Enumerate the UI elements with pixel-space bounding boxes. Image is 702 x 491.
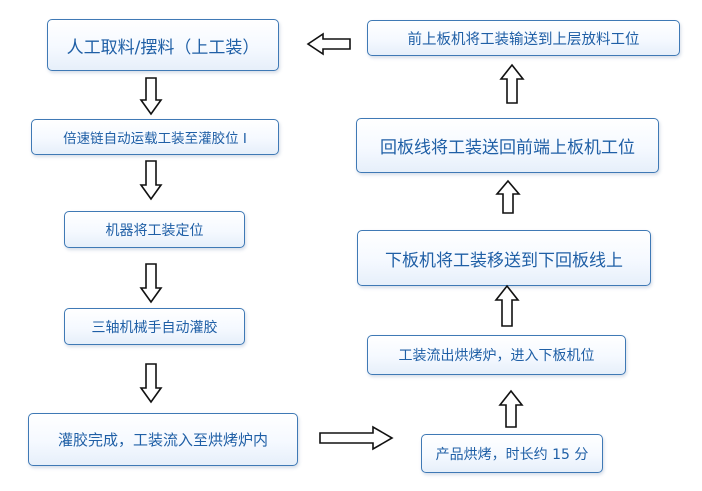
step-return-line-to-loader: 回板线将工装送回前端上板机工位	[356, 118, 659, 173]
step-manual-loading: 人工取料/摆料（上工装）	[47, 19, 279, 71]
up-arrow-2	[494, 284, 520, 327]
down-arrow-2	[139, 160, 163, 201]
step-robot-gluing: 三轴机械手自动灌胶	[64, 308, 245, 345]
step-glue-complete-into-oven: 灌胶完成，工装流入至烘烤炉内	[28, 413, 298, 466]
step-conveyor-to-glue-station: 倍速链自动运载工装至灌胶位 I	[31, 119, 279, 155]
left-arrow	[306, 32, 351, 56]
right-arrow	[319, 425, 394, 451]
step-unloader-to-return-line: 下板机将工装移送到下回板线上	[357, 230, 651, 286]
step-loader-to-upper-station: 前上板机将工装输送到上层放料工位	[367, 20, 680, 56]
down-arrow-1	[139, 77, 163, 116]
down-arrow-3	[139, 263, 163, 304]
step-machine-positioning: 机器将工装定位	[64, 211, 245, 248]
up-arrow-4	[499, 63, 525, 104]
step-exit-oven-to-unloader: 工装流出烘烤炉，进入下板机位	[367, 335, 626, 375]
up-arrow-3	[495, 179, 521, 214]
up-arrow-1	[498, 389, 524, 428]
step-product-baking: 产品烘烤，时长约 15 分	[421, 434, 603, 473]
down-arrow-4	[139, 363, 163, 404]
